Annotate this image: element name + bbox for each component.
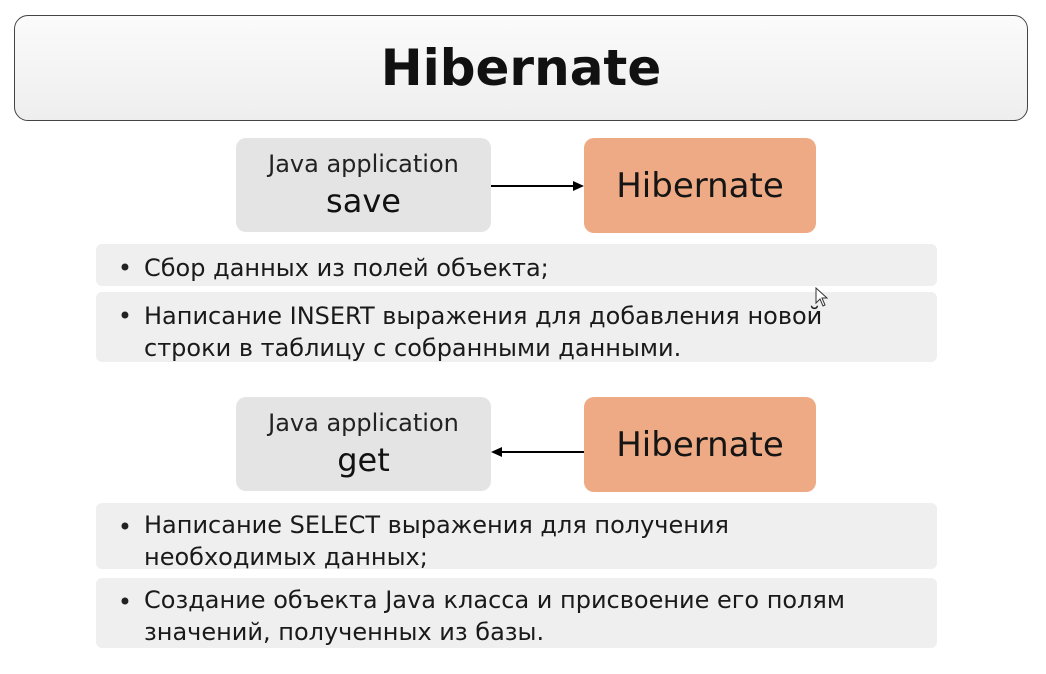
bullet-icon: • (117, 254, 133, 282)
mouse-pointer-icon (815, 287, 829, 307)
hibernate-save-box: Hibernate (584, 138, 816, 233)
bullet-icon: • (117, 588, 133, 616)
bullet-item-save-2: • Написание INSERT выражения для добавле… (96, 292, 937, 362)
java-application-label: Java application (268, 409, 459, 437)
java-application-label: Java application (268, 150, 459, 178)
hibernate-get-box: Hibernate (584, 397, 816, 492)
title-box: Hibernate (14, 15, 1028, 121)
bullet-item-save-1: • Сбор данных из полей объекта; (96, 244, 937, 286)
bullet-text: Написание INSERT выражения для добавлени… (144, 302, 823, 362)
bullet-item-get-1: • Написание SELECT выражения для получен… (96, 503, 937, 571)
arrow-left-icon (491, 447, 584, 457)
bullet-icon: • (117, 513, 133, 541)
arrow-right-icon (491, 181, 584, 191)
java-application-save-box: Java application save (236, 138, 491, 232)
bullet-text: Создание объекта Java класса и присвоени… (144, 586, 845, 646)
hibernate-label: Hibernate (616, 424, 784, 465)
save-action-label: save (326, 182, 401, 220)
bullet-item-get-2: • Создание объекта Java класса и присвое… (96, 578, 937, 648)
bullet-text: Написание SELECT выражения для получения… (144, 511, 729, 571)
get-action-label: get (337, 441, 390, 479)
hibernate-label: Hibernate (616, 165, 784, 206)
bullet-text: Сбор данных из полей объекта; (144, 254, 549, 282)
java-application-get-box: Java application get (236, 397, 491, 491)
bullet-icon: • (117, 302, 133, 330)
slide-title: Hibernate (380, 39, 662, 97)
